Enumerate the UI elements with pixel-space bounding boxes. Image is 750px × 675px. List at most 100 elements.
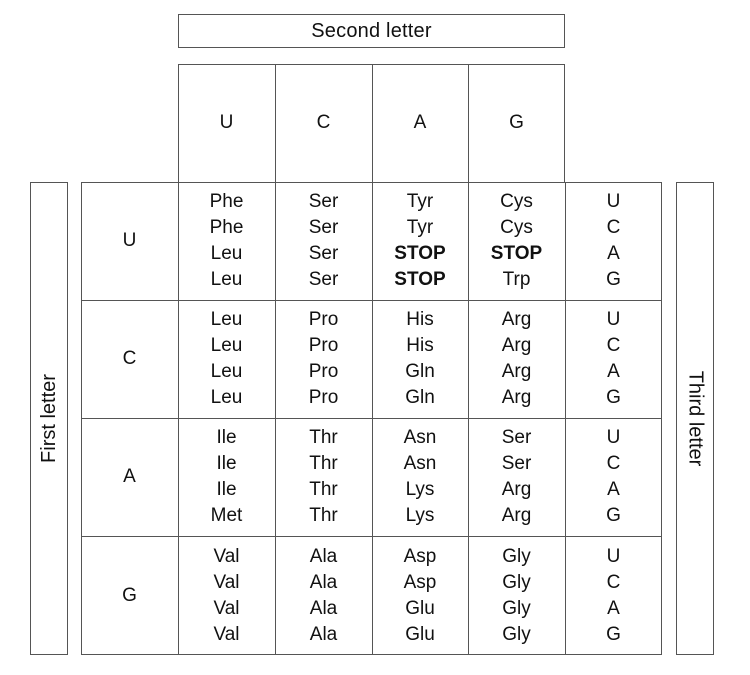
amino-acid-label: Arg — [501, 505, 532, 526]
amino-acid-label: His — [406, 309, 434, 330]
amino-acid-label: Tyr — [406, 191, 434, 212]
second-letter-label: Second letter — [311, 19, 432, 42]
table-row-divider — [81, 536, 662, 537]
second-letter-g: G — [468, 64, 565, 182]
amino-acid-label: Asp — [403, 571, 437, 593]
first-letter-c: C — [81, 300, 178, 418]
column-header-label: G — [509, 112, 524, 133]
third-letter-nucleotide: C — [606, 453, 621, 474]
second-letter-c: C — [275, 64, 372, 182]
amino-acid-label: Met — [210, 505, 243, 526]
first-letter-a: A — [81, 418, 178, 536]
amino-acid-label: Ile — [216, 427, 237, 448]
row-header-label: G — [122, 584, 137, 606]
first-letter-side-box: First letter — [30, 182, 68, 655]
stop-codon-label: STOP — [490, 243, 543, 264]
third-letter-nucleotide: C — [606, 335, 621, 356]
amino-acid-label: Ala — [309, 571, 338, 593]
third-letter-nucleotide: C — [606, 571, 621, 593]
stop-codon-label: STOP — [394, 243, 446, 264]
third-letter-nucleotide: A — [607, 597, 620, 619]
first-letter-g: G — [81, 536, 178, 655]
first-letter-label: First letter — [37, 374, 60, 463]
amino-acid-label: Lys — [405, 479, 435, 500]
amino-acid-label: Thr — [309, 453, 338, 474]
amino-acid-label: Leu — [210, 361, 243, 382]
amino-acid-label: Ser — [308, 243, 339, 264]
amino-acid-label: Phe — [209, 191, 244, 212]
third-letter-nucleotide: C — [606, 217, 621, 238]
third-letter-nucleotide: A — [607, 243, 620, 264]
header-column-divider — [275, 64, 276, 182]
amino-acid-label: Thr — [309, 427, 338, 448]
amino-acid-label: Ala — [309, 597, 338, 619]
second-letter-header: Second letter — [178, 14, 565, 48]
third-letter-nucleotide: U — [606, 545, 621, 567]
amino-acid-label: Ser — [308, 191, 339, 212]
amino-acid-label: Pro — [308, 309, 339, 330]
amino-acid-label: Ser — [308, 217, 339, 238]
stop-codon-label: STOP — [394, 269, 446, 290]
column-header-label: A — [413, 112, 427, 133]
third-letter-nucleotide: G — [606, 387, 621, 408]
amino-acid-label: Leu — [210, 309, 243, 330]
amino-acid-label: Val — [213, 597, 240, 619]
amino-acid-label: Cys — [500, 191, 533, 212]
amino-acid-label: Pro — [308, 361, 339, 382]
third-letter-nucleotide: U — [606, 191, 621, 212]
amino-acid-label: Pro — [308, 387, 339, 408]
header-column-divider — [468, 64, 469, 182]
third-letter-nucleotide: A — [607, 479, 620, 500]
amino-acid-label: Ile — [216, 453, 237, 474]
amino-acid-label: Arg — [501, 335, 532, 356]
second-letter-a: A — [372, 64, 468, 182]
third-letter-nucleotide: G — [606, 269, 621, 290]
amino-acid-label: Trp — [502, 269, 531, 290]
amino-acid-label: Gly — [502, 545, 531, 567]
amino-acid-label: His — [406, 335, 434, 356]
amino-acid-label: Leu — [210, 335, 243, 356]
amino-acid-label: Ala — [309, 545, 338, 567]
amino-acid-label: Arg — [501, 479, 532, 500]
amino-acid-label: Arg — [501, 309, 532, 330]
amino-acid-label: Gln — [405, 361, 435, 382]
amino-acid-label: Gly — [502, 571, 531, 593]
amino-acid-label: Asp — [403, 545, 437, 567]
first-letter-u: U — [81, 182, 178, 300]
third-letter-nucleotide: A — [607, 361, 620, 382]
amino-acid-label: Gln — [405, 387, 435, 408]
amino-acid-label: Pro — [308, 335, 339, 356]
amino-acid-label: Glu — [405, 597, 435, 619]
third-letter-label: Third letter — [684, 370, 707, 467]
amino-acid-label: Ser — [501, 427, 532, 448]
third-letter-side-box: Third letter — [676, 182, 714, 655]
amino-acid-label: Ala — [309, 623, 338, 645]
amino-acid-label: Phe — [209, 217, 244, 238]
table-row-divider — [81, 300, 662, 301]
row-header-label: U — [122, 230, 137, 251]
amino-acid-label: Lys — [405, 505, 435, 526]
amino-acid-label: Ile — [216, 479, 237, 500]
amino-acid-label: Ser — [501, 453, 532, 474]
amino-acid-label: Gly — [502, 623, 531, 645]
amino-acid-label: Gly — [502, 597, 531, 619]
third-letter-nucleotide: U — [606, 427, 621, 448]
column-header-label: U — [219, 112, 234, 133]
